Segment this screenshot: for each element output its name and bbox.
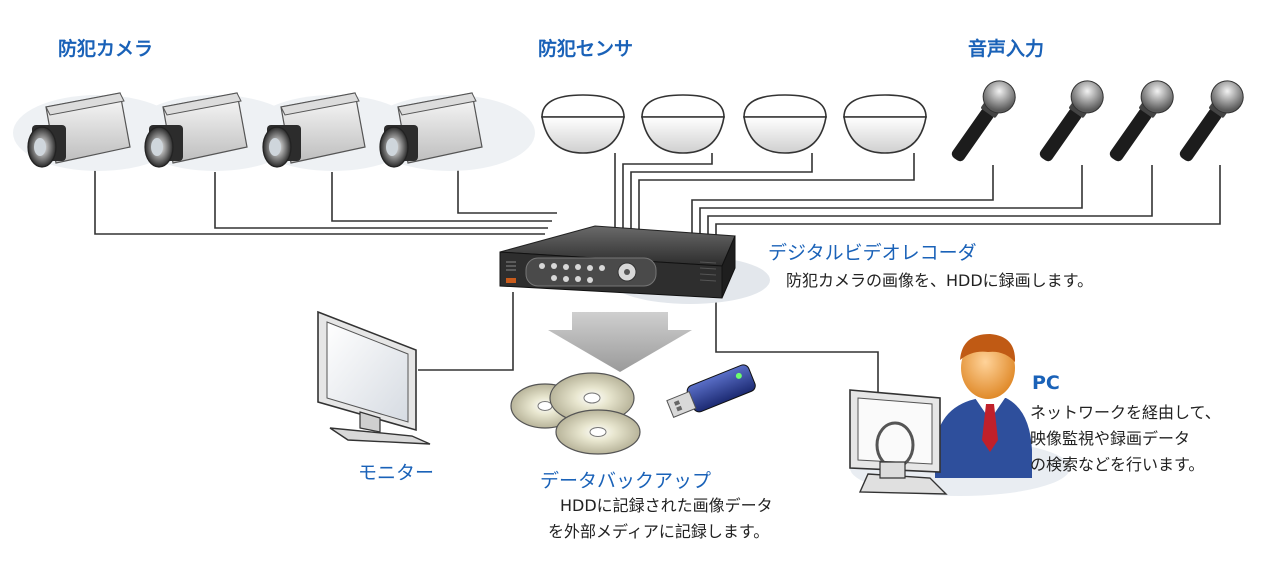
mic-wire-3 xyxy=(707,165,1153,236)
microphone-icon-2 xyxy=(1039,80,1104,162)
dvr-description: 防犯カメラの画像を、HDDに録画します。 xyxy=(786,271,1094,290)
camera-wire-3 xyxy=(331,172,552,222)
pc-description-line2: 映像監視や録画データ xyxy=(1030,429,1191,448)
microphone-icon-3 xyxy=(1109,80,1174,162)
dome-sensor-icon-3 xyxy=(743,94,827,154)
microphone-icon-4 xyxy=(1179,80,1244,162)
pc-wire xyxy=(715,294,879,392)
dome-sensor-icon-1 xyxy=(541,94,625,154)
mic-wire-2 xyxy=(699,165,1083,236)
monitor-title: モニター xyxy=(358,462,435,484)
sensor-wire-4 xyxy=(638,153,915,230)
down-arrow-icon xyxy=(548,312,692,372)
monitor-icon xyxy=(317,310,431,445)
pc-description-line3: の検索などを行います。 xyxy=(1030,455,1205,474)
dome-sensor-icon-4 xyxy=(843,94,927,154)
group-label-cameras: 防犯カメラ xyxy=(58,38,154,60)
camera-icon-3 xyxy=(248,92,418,171)
mic-wire-1 xyxy=(691,165,994,236)
disc-icon xyxy=(510,372,641,455)
dvr-icon xyxy=(499,225,770,304)
dvr-title: デジタルビデオレコーダ xyxy=(768,242,977,264)
pc-user-icon xyxy=(849,334,1070,496)
backup-description-line1: HDDに記録された画像データ xyxy=(560,496,773,515)
mic-wire-4 xyxy=(715,165,1221,236)
camera-icon-1 xyxy=(13,92,183,171)
group-label-audio: 音声入力 xyxy=(968,38,1045,60)
group-label-sensors: 防犯センサ xyxy=(538,38,634,60)
camera-wire-1 xyxy=(94,168,545,235)
pc-description-line1: ネットワークを経由して、 xyxy=(1030,403,1221,422)
usb-drive-icon xyxy=(666,364,756,418)
sensor-wire-2 xyxy=(622,153,713,230)
wires xyxy=(94,153,1221,392)
backup-title: データバックアップ xyxy=(540,470,712,492)
camera-icon-2 xyxy=(130,92,300,171)
pc-title: PC xyxy=(1032,372,1060,394)
microphone-icon-1 xyxy=(951,80,1016,162)
sensor-wire-3 xyxy=(630,153,813,230)
camera-wire-4 xyxy=(457,168,557,214)
camera-wire-2 xyxy=(214,172,548,229)
dome-sensor-icon-2 xyxy=(641,94,725,154)
camera-icon-4 xyxy=(365,92,535,171)
backup-description-line2: を外部メディアに記録します。 xyxy=(548,522,770,541)
monitor-wire xyxy=(418,292,514,371)
